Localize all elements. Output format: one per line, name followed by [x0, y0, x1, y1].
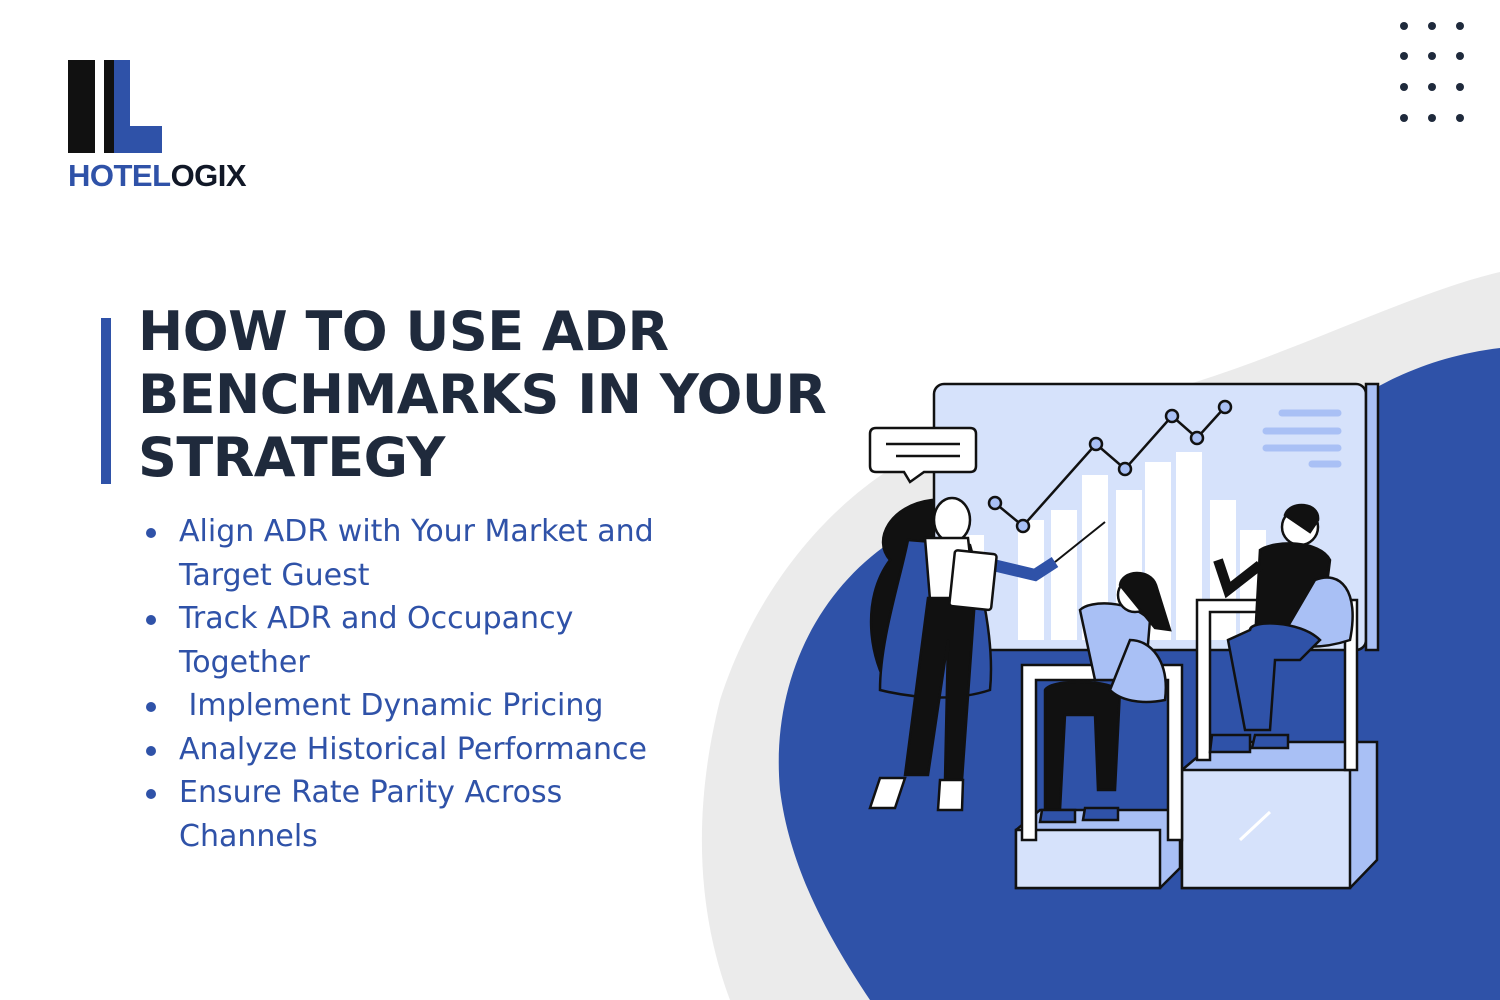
dot-grid-icon	[1400, 22, 1464, 122]
hotelogix-bars-logo-icon	[68, 60, 162, 153]
list-item: Align ADR with Your Market and Target Gu…	[145, 510, 685, 597]
logo-wordmark-part1: HOTEL	[68, 158, 171, 193]
strategy-list: Align ADR with Your Market and Target Gu…	[145, 510, 685, 858]
page-title: HOW TO USE ADR BENCHMARKS IN YOUR STRATE…	[138, 300, 827, 489]
logo-wordmark: HOTELOGIX	[68, 158, 247, 194]
pedestal-boxes	[1014, 740, 1379, 890]
list-item: Ensure Rate Parity Across Channels	[145, 771, 685, 858]
list-item: Analyze Historical Performance	[145, 728, 685, 772]
title-accent-bar	[101, 318, 111, 484]
list-item: Implement Dynamic Pricing	[145, 684, 685, 728]
seated-man-figure	[1195, 503, 1359, 772]
presenter-figure	[868, 496, 1106, 812]
logo: HOTELOGIX	[68, 60, 268, 200]
seated-woman-figure	[1020, 571, 1184, 842]
team-analytics-illustration	[868, 382, 1380, 890]
board-text-lines	[1262, 409, 1342, 468]
logo-wordmark-part2: OGIX	[170, 158, 247, 193]
list-item: Track ADR and Occupancy Together	[145, 597, 685, 684]
speech-bubble	[868, 426, 978, 484]
trend-line	[987, 399, 1233, 534]
